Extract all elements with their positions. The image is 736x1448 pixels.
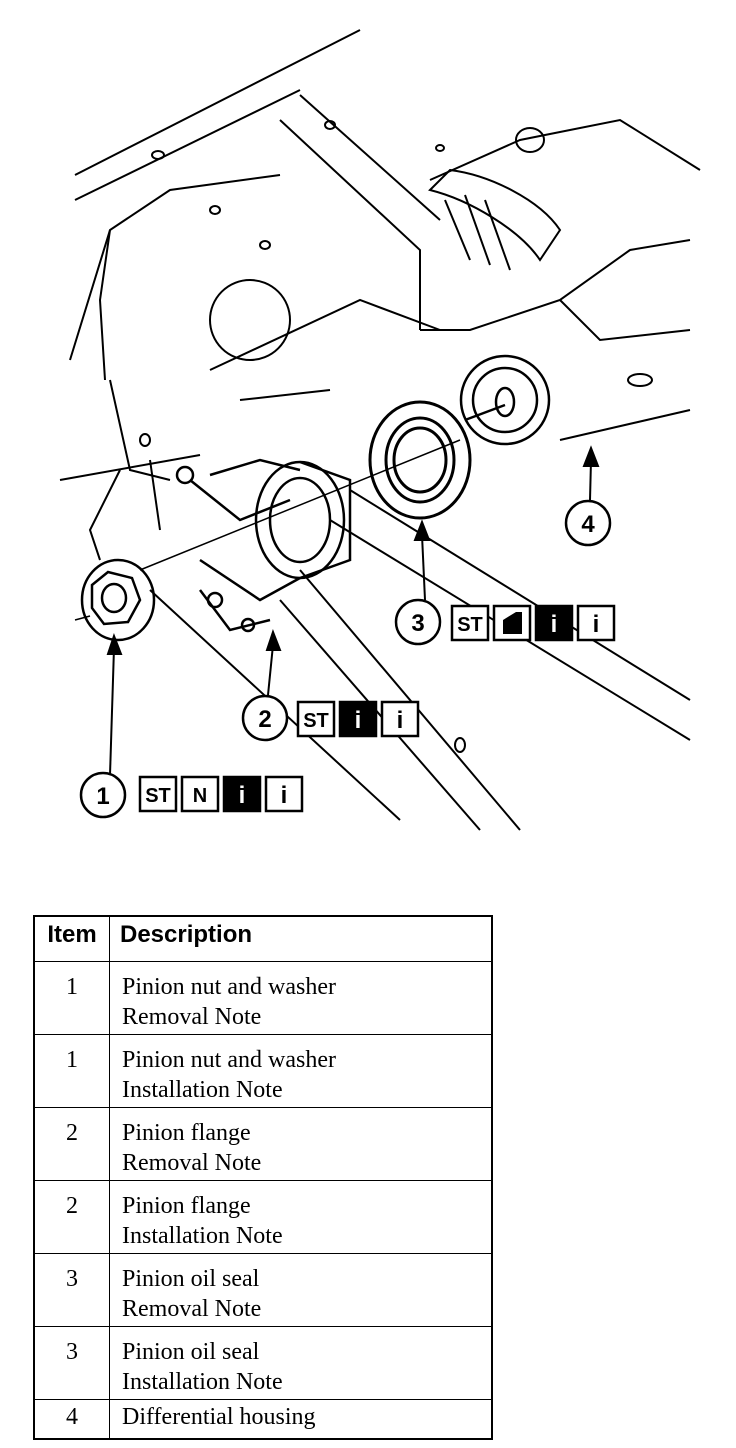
- special-tool-icon-label: ST: [145, 785, 171, 807]
- removal-note-icon-label: i: [355, 707, 362, 734]
- special-tool-icon: [138, 775, 178, 813]
- description-line: Pinion flange: [122, 1193, 251, 1219]
- special-tool-icon: [296, 700, 336, 738]
- parts-table: Item Description 1 Pinion nut and washer…: [33, 915, 493, 1440]
- description-line: Pinion oil seal: [122, 1339, 260, 1365]
- item-description: Pinion nut and washer Installation Note: [109, 1034, 493, 1108]
- item-description: Pinion flange Removal Note: [109, 1107, 493, 1181]
- installation-note-icon: [380, 700, 420, 738]
- callout-2-number: 2: [258, 706, 271, 733]
- item-description: Pinion nut and washer Removal Note: [109, 961, 493, 1035]
- note-line: Removal Note: [122, 1296, 262, 1322]
- table-header-row: Item Description: [33, 915, 493, 962]
- installation-note-icon-label: i: [593, 611, 600, 638]
- callout-4: 4: [564, 499, 612, 547]
- table-row: 3 Pinion oil seal Removal Note: [33, 1253, 493, 1327]
- removal-note-icon-label: i: [239, 782, 246, 809]
- callout-1-icons: ST N i i: [138, 775, 304, 813]
- item-number: 1: [33, 961, 110, 1035]
- new-part-icon: [180, 775, 220, 813]
- note-line: Installation Note: [122, 1369, 283, 1395]
- item-number: 4: [33, 1399, 110, 1440]
- table-row: 4 Differential housing: [33, 1399, 493, 1440]
- note-line: Removal Note: [122, 1004, 262, 1030]
- removal-note-icon: [222, 775, 262, 813]
- housing-details: [139, 120, 653, 753]
- special-tool-icon-label: ST: [303, 710, 329, 732]
- callout-4-circle: [564, 499, 612, 547]
- item-number: 3: [33, 1253, 110, 1327]
- item-description: Pinion oil seal Removal Note: [109, 1253, 493, 1327]
- callout-3-number: 3: [411, 610, 424, 637]
- note-line: Removal Note: [122, 1150, 262, 1176]
- description-line: Pinion nut and washer: [122, 974, 336, 1000]
- item-number: 2: [33, 1180, 110, 1254]
- callout-2-icons: ST i i: [296, 700, 420, 738]
- callout-2: 2 ST i i: [241, 694, 420, 742]
- item-description: Differential housing: [109, 1399, 493, 1440]
- differential-housing: [459, 354, 551, 446]
- item-number: 1: [33, 1034, 110, 1108]
- table-row: 2 Pinion flange Removal Note: [33, 1107, 493, 1181]
- callout-3-icons: ST d i i: [450, 604, 616, 642]
- lubricant-icon-shape: [503, 612, 522, 634]
- callout-2-circle: [241, 694, 289, 742]
- item-description: Pinion flange Installation Note: [109, 1180, 493, 1254]
- leader-arrows: [106, 445, 600, 776]
- item-number: 3: [33, 1326, 110, 1400]
- description-line: Pinion oil seal: [122, 1266, 260, 1292]
- pinion-flange: [139, 439, 461, 633]
- note-line: Installation Note: [122, 1077, 283, 1103]
- callout-3-circle: [394, 598, 442, 646]
- installation-note-icon: [576, 604, 616, 642]
- callout-4-number: 4: [581, 511, 595, 538]
- special-tool-icon: [450, 604, 490, 642]
- installation-note-icon-label: i: [281, 782, 288, 809]
- description-line: Pinion nut and washer: [122, 1047, 336, 1073]
- vehicle-underbody-lines: [59, 29, 701, 831]
- callout-3: 3 ST d i i: [394, 598, 616, 646]
- item-number: 2: [33, 1107, 110, 1181]
- installation-note-icon: [264, 775, 304, 813]
- item-column-header: Item: [33, 915, 110, 962]
- table-row: 1 Pinion nut and washer Removal Note: [33, 961, 493, 1035]
- removal-note-icon-label: i: [551, 611, 558, 638]
- callout-1: 1 ST N i i: [79, 771, 304, 819]
- exploded-view-diagram: 1 ST N i i 2 ST i i 3 ST: [59, 29, 701, 831]
- description-line: Differential housing: [122, 1404, 316, 1430]
- item-description: Pinion oil seal Installation Note: [109, 1326, 493, 1400]
- pinion-nut-and-washer: [74, 558, 156, 642]
- description-column-header: Description: [109, 915, 493, 962]
- table-row: 2 Pinion flange Installation Note: [33, 1180, 493, 1254]
- special-tool-icon-label: ST: [457, 614, 483, 636]
- table-row: 3 Pinion oil seal Installation Note: [33, 1326, 493, 1400]
- new-part-icon-label: N: [193, 785, 207, 807]
- callout-1-number: 1: [96, 783, 109, 810]
- removal-note-icon: [534, 604, 574, 642]
- description-line: Pinion flange: [122, 1120, 251, 1146]
- callout-1-circle: [79, 771, 127, 819]
- pinion-oil-seal: [368, 400, 472, 520]
- note-line: Installation Note: [122, 1223, 283, 1249]
- removal-note-icon: [338, 700, 378, 738]
- table-row: 1 Pinion nut and washer Installation Not…: [33, 1034, 493, 1108]
- installation-note-icon-label: i: [397, 707, 404, 734]
